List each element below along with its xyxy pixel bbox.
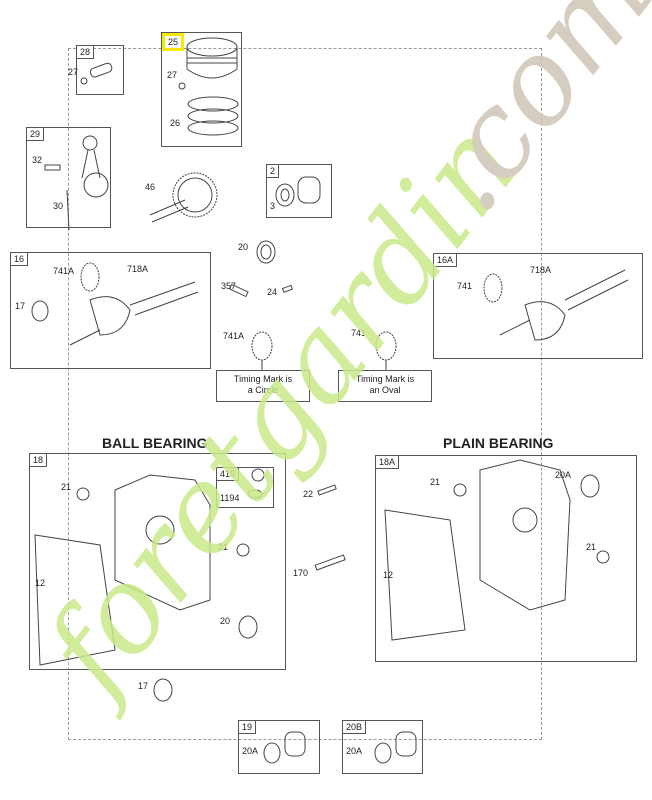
crankshaft-icon [69, 262, 199, 346]
section-title-plain-bearing: PLAIN BEARING [443, 435, 554, 451]
group-415: 415 [216, 467, 274, 508]
pin-icon [281, 284, 294, 293]
part-label: 20A [346, 746, 363, 756]
stud-icon [314, 554, 346, 571]
group-18a: 18A [375, 455, 637, 662]
group-29: 29 [26, 127, 111, 228]
group-18: 18 [29, 453, 286, 670]
oil-seal-icon [580, 474, 600, 498]
timing-mark-oval-note: Timing Mark is an Oval [338, 370, 432, 402]
part-label: 741 [457, 281, 473, 291]
part-label: 170 [293, 568, 309, 578]
group-tag: 415 [217, 468, 240, 481]
piston-pin-icon [89, 62, 113, 78]
part-label: 20A [242, 746, 259, 756]
bearing-icon [284, 731, 306, 757]
part-label: 20 [238, 242, 249, 252]
group-tag: 20B [343, 721, 367, 734]
part-label: 21 [218, 542, 229, 552]
plug-icon [453, 483, 467, 497]
part-label: 21 [61, 482, 72, 492]
group-28: 28 [76, 45, 124, 95]
bolt-icon [317, 484, 337, 496]
piston-rings-icon [187, 96, 239, 136]
oil-seal-icon [153, 678, 173, 702]
bushing-icon [395, 731, 417, 757]
timing-gear-oval-icon [375, 331, 397, 361]
oil-seal-icon [256, 240, 276, 264]
group-tag-highlighted: 25 [162, 33, 185, 51]
plug-icon [76, 487, 90, 501]
group-16: 16 [10, 252, 211, 369]
group-20b: 20B [342, 720, 423, 774]
group-tag: 2 [267, 165, 280, 178]
part-label: 17 [15, 301, 26, 311]
part-label: 17 [138, 681, 149, 691]
part-label: 357 [221, 281, 237, 291]
group-tag: 19 [239, 721, 257, 734]
crankcase-cover-icon [479, 459, 571, 611]
group-25: 25 [161, 32, 242, 147]
group-tag: 29 [27, 128, 45, 141]
part-label: 27 [68, 67, 79, 77]
group-tag: 18 [30, 454, 48, 467]
timing-gear-circle-icon [251, 331, 273, 361]
part-label: 741A [223, 331, 245, 341]
part-label: 12 [383, 570, 394, 580]
part-label: 741A [53, 266, 75, 276]
part-label: 22 [303, 489, 314, 499]
part-label: 46 [145, 182, 156, 192]
key-icon [228, 283, 249, 298]
bolt-icon [44, 164, 61, 171]
plug-icon [236, 543, 250, 557]
piston-icon [186, 37, 238, 79]
section-title-ball-bearing: BALL BEARING [102, 435, 208, 451]
gasket-icon [384, 509, 466, 641]
part-label: 27 [167, 70, 178, 80]
plug-icon [596, 550, 610, 564]
part-label: 30 [53, 201, 64, 211]
part-label: 1194 [220, 493, 240, 503]
oil-seal-icon [263, 742, 281, 764]
part-label: 20A [555, 470, 572, 480]
part-label: 20 [220, 616, 231, 626]
group-tag: 28 [77, 46, 95, 59]
part-label: 32 [32, 155, 43, 165]
oil-seal-icon [374, 742, 392, 764]
part-label: 26 [170, 118, 181, 128]
part-label: 741 [351, 328, 367, 338]
oil-seal-icon [31, 300, 49, 322]
timing-mark-circle-note: Timing Mark is a Circle [216, 370, 310, 402]
part-label: 12 [35, 578, 46, 588]
bushing-icon [297, 176, 321, 204]
crankcase-cover-icon [114, 474, 211, 611]
part-label: 3 [270, 201, 276, 211]
part-label: 21 [430, 477, 441, 487]
dipper-icon [66, 189, 70, 231]
retainer-icon [80, 77, 88, 85]
oil-seal-icon [238, 615, 258, 639]
washer-icon [247, 489, 263, 499]
camshaft-gear-icon [149, 172, 218, 223]
oil-fill-plug-icon [251, 468, 265, 482]
crankshaft-icon [483, 269, 629, 341]
group-16a: 16A [433, 253, 643, 359]
part-label: 24 [267, 287, 278, 297]
connecting-rod-icon [81, 135, 109, 198]
part-label: 718A [530, 265, 552, 275]
group-tag: 16A [434, 254, 458, 267]
group-2: 2 [266, 164, 332, 218]
gasket-icon [34, 534, 116, 666]
part-label: 718A [127, 264, 149, 274]
group-19: 19 [238, 720, 320, 774]
seal-icon [275, 183, 295, 207]
group-tag: 18A [376, 456, 400, 469]
group-tag: 16 [11, 253, 29, 266]
part-label: 21 [586, 542, 597, 552]
retainer-icon [178, 82, 186, 90]
